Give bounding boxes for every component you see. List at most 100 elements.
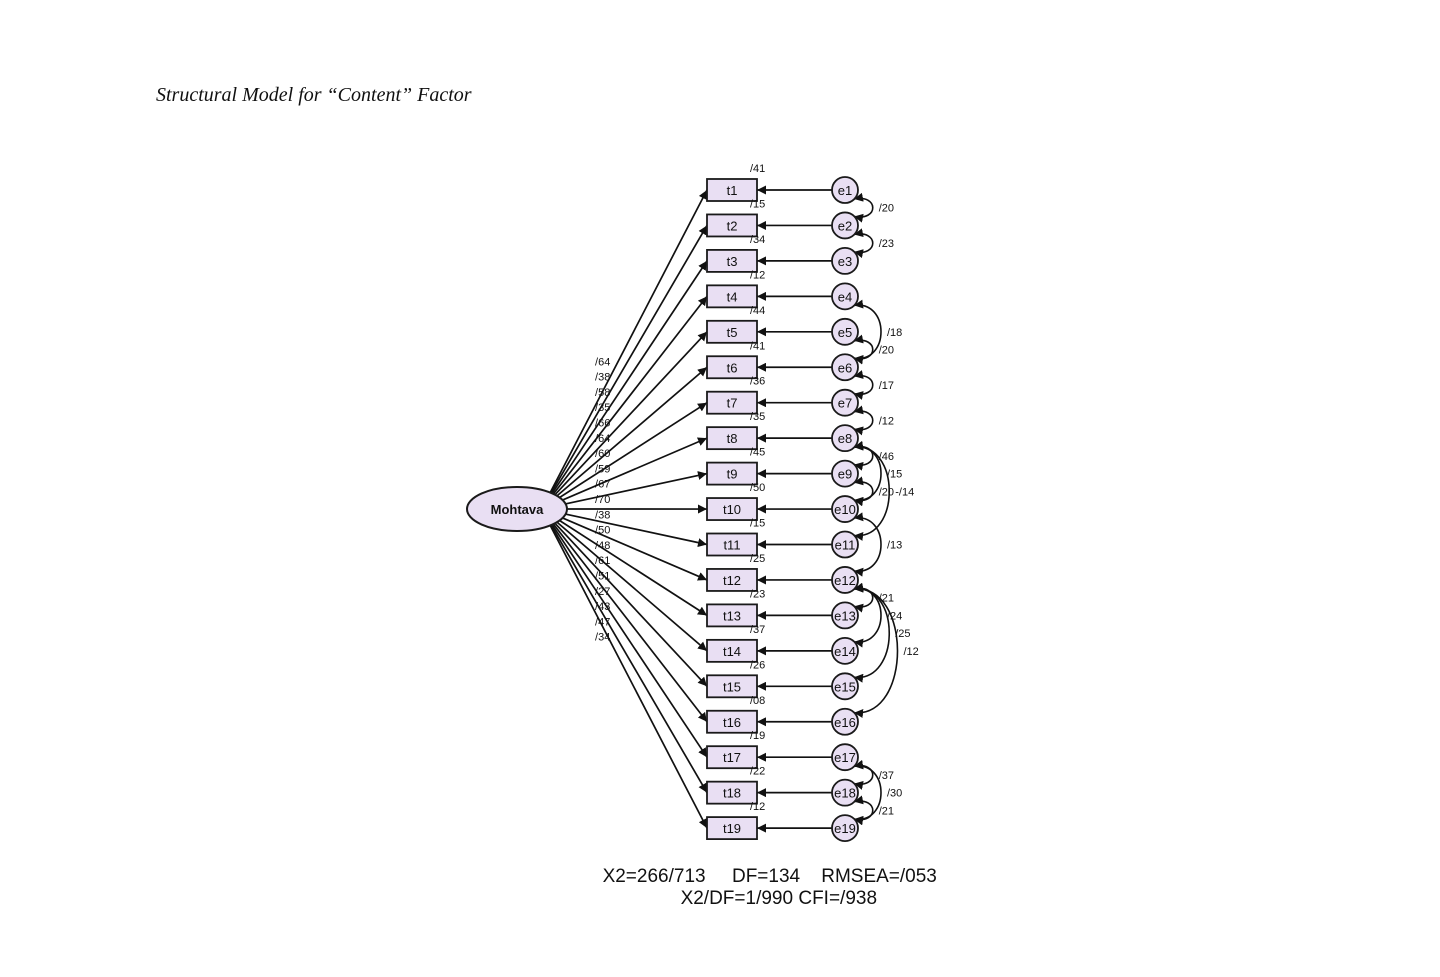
- r2-label: /35: [750, 411, 765, 423]
- error-label: e19: [834, 821, 856, 836]
- covariance-label: /20: [879, 345, 894, 357]
- loading-path: [544, 225, 708, 504]
- indicator-label: t6: [727, 360, 738, 375]
- indicator-label: t10: [723, 502, 741, 517]
- covariance-arc: [853, 299, 882, 364]
- indicator-box: [706, 603, 758, 628]
- error-term: [831, 566, 859, 594]
- loading-path: [544, 260, 708, 505]
- error-label: e13: [834, 608, 856, 623]
- indicator-box: [706, 390, 758, 415]
- indicator-label: t18: [723, 786, 741, 801]
- loading-path: [544, 471, 708, 510]
- covariance-arc: [853, 441, 891, 541]
- error-label: e18: [834, 786, 856, 801]
- error-label: e1: [838, 183, 852, 198]
- indicator-label: t19: [723, 821, 741, 836]
- indicator-box: [706, 284, 758, 309]
- error-term: [831, 707, 859, 736]
- covariance-paths: [853, 192, 899, 826]
- r2-label: /25: [750, 553, 765, 565]
- r2-label: /41: [750, 340, 765, 352]
- error-label: e16: [834, 715, 856, 730]
- covariance-arc: [853, 228, 874, 259]
- r2-label: /23: [750, 588, 765, 600]
- indicator-label: t16: [723, 715, 741, 730]
- covariance-label: /20: [879, 486, 894, 498]
- error-label: e14: [834, 644, 856, 659]
- indicator-box: [706, 709, 758, 734]
- indicator-box: [706, 674, 758, 699]
- covariance-label: /21: [879, 805, 894, 817]
- loading-label: /38: [595, 509, 610, 521]
- error-label: e2: [838, 218, 852, 233]
- error-term: [831, 317, 859, 346]
- loading-label: /38: [595, 372, 610, 384]
- indicator-box: [706, 816, 758, 840]
- covariance-label: /12: [904, 646, 919, 658]
- error-term: [831, 459, 859, 488]
- loading-label: /48: [595, 540, 610, 552]
- error-term: [831, 388, 859, 417]
- error-term: [831, 176, 859, 204]
- nodes: [466, 176, 859, 842]
- covariance-arc: [853, 583, 899, 718]
- covariance-label: /24: [887, 610, 902, 622]
- fit-cfi: CFI=/938: [798, 888, 878, 909]
- r2-label: /22: [750, 766, 765, 778]
- error-label: e3: [838, 254, 852, 269]
- loading-path: [544, 509, 708, 581]
- figure-caption: Structural Model for “Content” Factor: [156, 84, 472, 106]
- loading-path: [544, 512, 708, 723]
- error-term: [831, 636, 859, 665]
- indicator-label: t8: [727, 431, 738, 446]
- error-term: [831, 495, 859, 523]
- covariance-arc: [853, 512, 882, 577]
- fit-line-1: X2=266/713 DF=134 RMSEA=/053: [592, 844, 1440, 888]
- r2-label: /15: [750, 518, 765, 530]
- error-paths: [757, 185, 832, 833]
- fit-chi2-df: X2/DF=1/990: [680, 888, 794, 909]
- covariance-label: /21: [879, 593, 894, 605]
- loading-path: [544, 508, 708, 548]
- r2-label: /45: [750, 447, 765, 459]
- loading-path: [544, 511, 708, 687]
- error-label: e15: [834, 679, 856, 694]
- loading-label: /64: [595, 433, 610, 445]
- loading-label: /64: [595, 356, 610, 368]
- error-label: e7: [838, 396, 852, 411]
- covariance-label: /25: [895, 628, 910, 640]
- loading-path: [544, 514, 708, 829]
- indicator-box: [706, 213, 758, 238]
- r2-label: /08: [750, 695, 765, 707]
- error-term: [831, 814, 859, 842]
- indicator-label: t3: [727, 254, 738, 269]
- loading-path: [544, 513, 708, 758]
- fit-line-2: X2/DF=1/990 CFI=/938: [670, 866, 1440, 910]
- indicator-box: [706, 780, 758, 805]
- r2-label: /36: [750, 376, 765, 388]
- loading-label: /43: [595, 601, 610, 613]
- error-label: e5: [838, 325, 852, 340]
- loading-path: [544, 511, 708, 652]
- covariance-label: /46: [879, 451, 894, 463]
- error-term: [831, 743, 859, 772]
- latent-label: Mohtava: [491, 502, 545, 517]
- indicator-box: [706, 532, 758, 557]
- loading-label: /58: [595, 387, 610, 399]
- error-term: [831, 601, 859, 630]
- indicator-box: [706, 745, 758, 770]
- error-term: [831, 672, 859, 701]
- r2-label: /50: [750, 482, 765, 494]
- covariance-label: /30: [887, 788, 902, 800]
- covariance-arc: [853, 795, 874, 826]
- covariance-label: /17: [879, 380, 894, 392]
- fit-rmsea: RMSEA=/053: [821, 866, 937, 887]
- r2-label: /41: [750, 163, 765, 175]
- indicator-box: [706, 497, 758, 521]
- covariance-arc: [853, 760, 882, 825]
- labels: Mohtava/64t1/41e1/38t2/15e2/58t3/34e3/35…: [491, 163, 919, 836]
- covariance-label: /15: [887, 469, 902, 481]
- loading-label: /50: [595, 525, 610, 537]
